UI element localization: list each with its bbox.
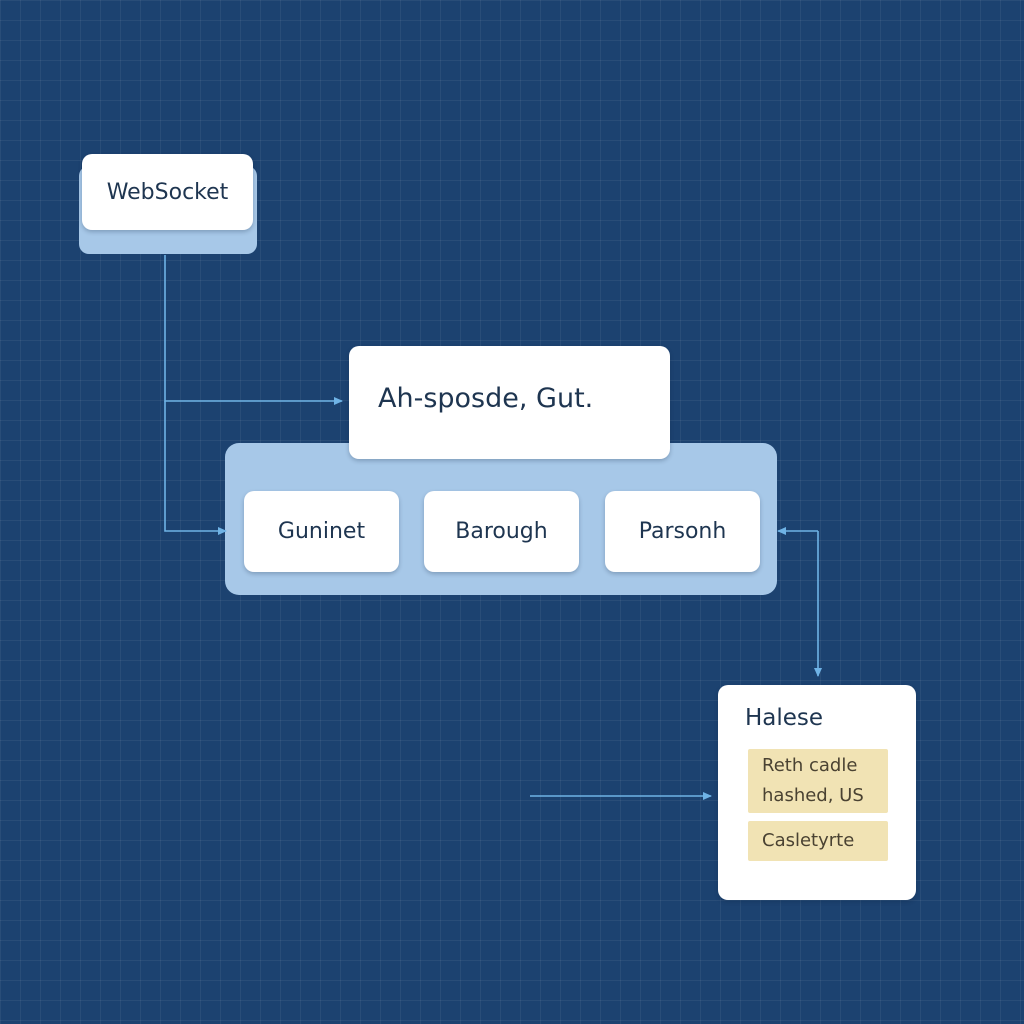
child-node-parsonh[interactable]: Parsonh <box>605 491 760 572</box>
edge-websocket-to-guninet <box>164 401 227 535</box>
detail-tag-line: hashed, US <box>762 785 864 806</box>
detail-tag[interactable]: Casletyrte <box>748 821 888 861</box>
websocket-node[interactable]: WebSocket <box>82 154 253 230</box>
detail-node[interactable]: Halese Reth cadle hashed, US Casletyrte <box>718 685 916 900</box>
detail-tag-line: Casletyrte <box>762 830 855 851</box>
child-node-label: Parsonh <box>638 519 727 544</box>
detail-tag[interactable]: Reth cadle hashed, US <box>748 749 888 813</box>
child-node-label: Guninet <box>277 519 366 544</box>
edge-websocket-to-main <box>164 255 343 405</box>
child-node-label: Barough <box>455 519 548 544</box>
websocket-node-label: WebSocket <box>106 179 229 205</box>
main-node-label: Ah-sposde, Gut. <box>378 383 594 414</box>
detail-node-title: Halese <box>745 705 824 731</box>
detail-tag-line: Reth cadle <box>762 755 858 776</box>
main-node[interactable]: Ah-sposde, Gut. <box>349 346 670 459</box>
child-node-guninet[interactable]: Guninet <box>244 491 399 572</box>
child-node-barough[interactable]: Barough <box>424 491 579 572</box>
